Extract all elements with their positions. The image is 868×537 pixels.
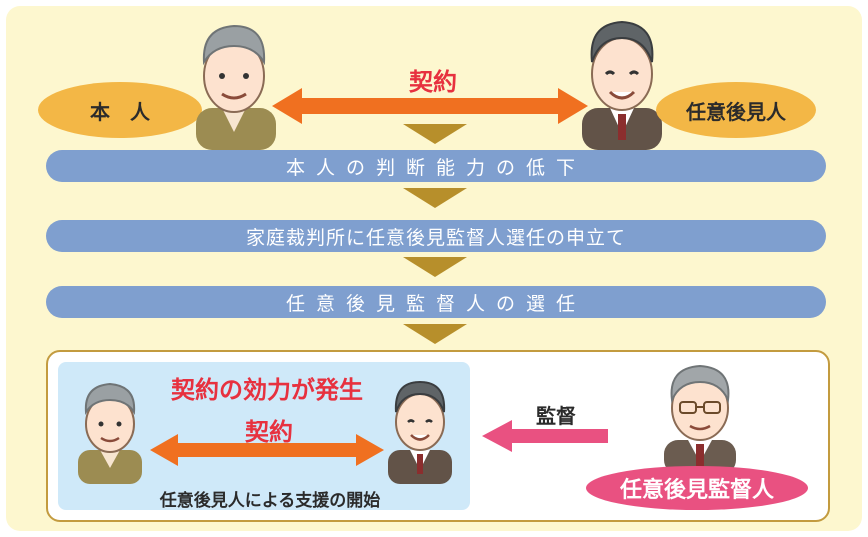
guardian-ellipse: 任意後見人: [656, 82, 816, 138]
down-arrow-1: [403, 124, 467, 144]
contract-label-bottom: 契約: [245, 418, 293, 446]
principal-label: 本 人: [90, 99, 150, 124]
effect-label: 契約の効力が発生: [171, 376, 363, 404]
down-arrow-4: [403, 324, 467, 344]
left-arrow-icon: [482, 420, 608, 452]
elderly-person-icon: [196, 24, 276, 150]
supervisor-ellipse: 任意後見監督人: [586, 466, 808, 510]
middle-aged-man-icon-small: [388, 380, 452, 484]
principal-ellipse: 本 人: [38, 82, 202, 138]
step-2-bar: 家庭裁判所に任意後見監督人選任の申立て: [46, 220, 826, 252]
supervise-label: 監督: [536, 404, 576, 428]
step-3-bar: 任意後見監督人の選任: [46, 286, 826, 318]
down-arrow-2: [403, 188, 467, 208]
supervisor-label: 任意後見監督人: [619, 478, 774, 503]
middle-aged-man-icon: [582, 20, 662, 150]
down-arrow-3: [403, 257, 467, 277]
elderly-person-icon-small: [78, 382, 142, 484]
bidirectional-arrow-icon-small: [150, 434, 384, 466]
bidirectional-arrow-icon: [272, 88, 588, 124]
supervisor-person-icon: [664, 364, 736, 474]
guardian-label: 任意後見人: [686, 99, 786, 124]
support-label: 任意後見人による支援の開始: [159, 491, 381, 511]
contract-label-top: 契約: [409, 68, 457, 96]
step-1-bar: 本人の判断能力の低下: [46, 150, 826, 182]
